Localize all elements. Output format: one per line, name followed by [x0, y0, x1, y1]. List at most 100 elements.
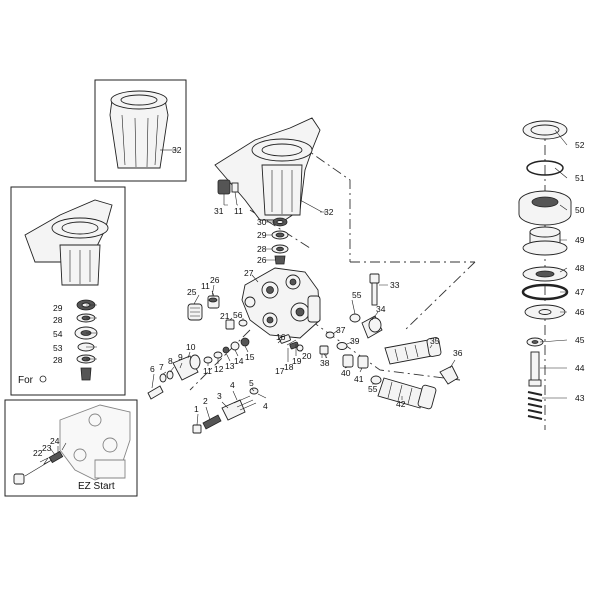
part-label: 20 [302, 351, 312, 361]
part-label: 55 [352, 290, 362, 300]
part-label: 10 [186, 342, 196, 352]
part-label: 28 [53, 315, 63, 325]
part-label: 41 [354, 374, 364, 384]
part-label: 4 [230, 380, 235, 390]
part-label: 23 [42, 443, 52, 453]
part-label: 19 [292, 356, 302, 366]
o-ring-39 [336, 342, 348, 350]
guide-line-diag [404, 261, 476, 331]
part-label: 18 [284, 362, 294, 372]
part-label: 54 [53, 329, 63, 339]
part-label: 52 [575, 140, 585, 150]
o-ring-icon [39, 375, 47, 383]
part-label: 36 [453, 348, 463, 358]
part-label: 50 [575, 205, 585, 215]
washer-48 [522, 266, 568, 282]
part-label: 53 [53, 343, 63, 353]
part-label: 28 [257, 244, 267, 254]
part-label: 56 [233, 310, 243, 320]
bolt-33 [369, 273, 380, 306]
part-label: 51 [575, 173, 585, 183]
part-label: 30 [257, 217, 267, 227]
crankcase-inset [24, 199, 113, 286]
part-label: 3 [217, 391, 222, 401]
part-label: 45 [575, 335, 585, 345]
plug-21 [225, 319, 235, 330]
part-label: 13 [225, 361, 235, 371]
fitting-38 [319, 345, 329, 358]
part-label: 47 [575, 287, 585, 297]
part-label: 46 [575, 307, 585, 317]
part-label: 33 [390, 280, 400, 290]
guide-line-left [189, 329, 251, 391]
crankcase-main [214, 117, 323, 221]
part-label: 26 [257, 255, 267, 265]
for-inset-caption: For [18, 375, 34, 386]
ez-parts-1-5 [192, 387, 259, 434]
spring-43 [527, 391, 543, 420]
guide-line-upper [299, 144, 351, 262]
oil-cap [217, 179, 239, 206]
part-label: 22 [33, 448, 43, 458]
part-label: 14 [234, 356, 244, 366]
cylinder-housing-inset [109, 90, 172, 169]
part-label: 35 [430, 336, 440, 346]
unloader-35 [384, 337, 442, 365]
washer-37 [325, 331, 335, 339]
small-rings-7-9 [159, 370, 174, 383]
part-label: 21 [220, 311, 230, 321]
part-label: 44 [575, 363, 585, 373]
inset-seal-stack [74, 299, 98, 381]
washer-46 [524, 304, 566, 320]
part-label: 55 [368, 384, 378, 394]
part-label: 40 [341, 368, 351, 378]
plunger-44 [528, 351, 542, 387]
part-label: 11 [234, 206, 243, 216]
o-ring-56 [238, 319, 248, 327]
part-label: 27 [244, 268, 254, 278]
part-label: 16 [276, 332, 286, 342]
nut-40 [342, 354, 354, 368]
part-label: 5 [249, 378, 254, 388]
thermal-valve-10 [172, 354, 201, 381]
part-label: 34 [376, 304, 386, 314]
valve-25 [187, 303, 203, 321]
ez-start-caption: EZ Start [78, 481, 115, 492]
small-parts-16-20 [279, 334, 304, 352]
o-ring-55b [370, 375, 382, 385]
part-label: 7 [159, 362, 164, 372]
pump-manifold [241, 267, 321, 339]
outlet-42 [377, 377, 437, 410]
part-label: 26 [210, 275, 220, 285]
part-label: 11 [203, 366, 212, 376]
part-label: 49 [575, 235, 585, 245]
inset-frame-cylinder [94, 79, 187, 182]
part-label: 38 [320, 358, 330, 368]
part-label: 8 [168, 356, 173, 366]
part-label: 48 [575, 263, 585, 273]
carrier-49 [522, 226, 568, 256]
inset-frame-ez-start [4, 399, 138, 497]
part-label: 42 [396, 399, 406, 409]
part-label: 11 [201, 281, 210, 291]
ez-start-valve [13, 450, 64, 485]
bearing-50 [518, 190, 572, 226]
part-label: 31 [214, 206, 224, 216]
part-label: 9 [178, 352, 183, 362]
ring-41 [357, 355, 369, 369]
part-labels: 32 32 31 11 30 29 28 26 27 26 25 11 21 5… [33, 140, 585, 458]
part-label: 6 [150, 364, 155, 374]
center-seal-stack [271, 217, 289, 265]
part-label: 12 [214, 364, 224, 374]
part-label: 32 [324, 207, 334, 217]
cap-36 [439, 365, 459, 385]
snap-ring-51 [526, 160, 564, 176]
small-parts-11-15 [203, 337, 250, 364]
part-label: 29 [257, 230, 267, 240]
part-label: 2 [203, 396, 208, 406]
part-label: 1 [194, 404, 199, 414]
part-label: 29 [53, 303, 63, 313]
valve-26 [207, 295, 220, 309]
